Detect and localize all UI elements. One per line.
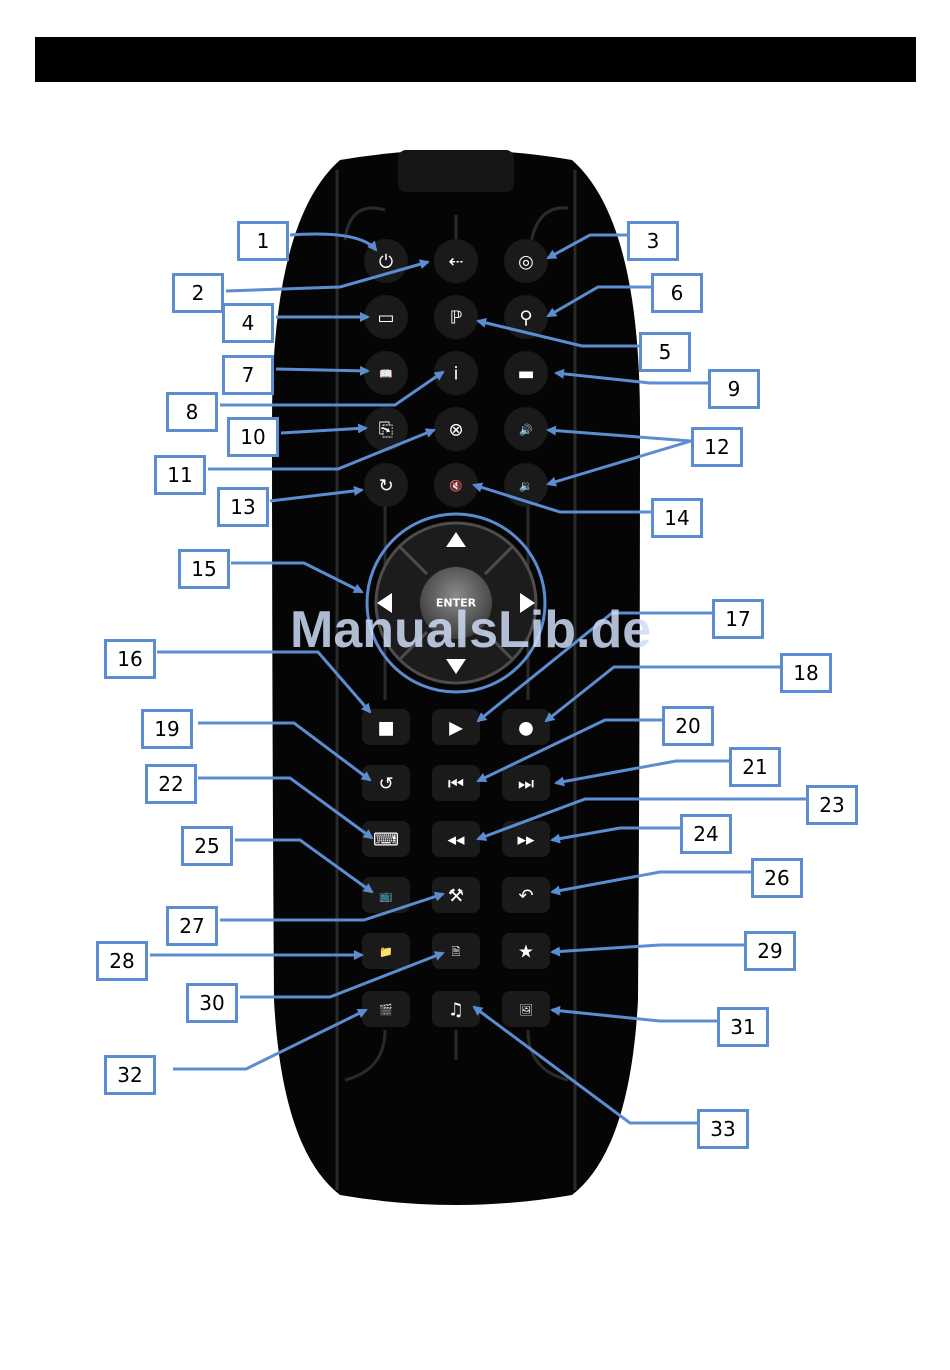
windows-icon[interactable]: ▭ <box>364 295 408 339</box>
svg-text:🔉: 🔉 <box>519 480 533 493</box>
callout-20: 20 <box>662 706 714 746</box>
svg-text:★: ★ <box>518 942 534 963</box>
callout-1: 1 <box>237 221 289 261</box>
svg-text:▶: ▶ <box>449 718 463 739</box>
svg-text:⌨: ⌨ <box>373 830 399 851</box>
svg-text:🖼: 🖼 <box>519 1004 533 1017</box>
callout-31: 31 <box>717 1007 769 1047</box>
file-icon[interactable]: 🗎 <box>432 933 480 969</box>
svg-text:⏮: ⏮ <box>448 774 464 795</box>
callout-13: 13 <box>217 487 269 527</box>
photo-icon[interactable]: 🖼 <box>502 991 550 1027</box>
svg-text:ℙ: ℙ <box>450 308 463 329</box>
callout-3: 3 <box>627 221 679 261</box>
stop-icon[interactable]: ■ <box>362 709 410 745</box>
mute-icon[interactable]: 🔇 <box>434 463 478 507</box>
rotate-icon[interactable]: ↻ <box>364 463 408 507</box>
svg-text:🔇: 🔇 <box>449 480 463 493</box>
volume-up-icon[interactable]: 🔊 <box>504 407 548 451</box>
favorite-star-icon[interactable]: ★ <box>502 933 550 969</box>
callout-28: 28 <box>96 941 148 981</box>
callout-7: 7 <box>222 355 274 395</box>
callout-27: 27 <box>166 906 218 946</box>
record-icon[interactable]: ● <box>502 709 550 745</box>
repeat-icon[interactable]: ↺ <box>362 765 410 801</box>
dpad[interactable]: ENTER <box>376 523 536 683</box>
svg-text:◎: ◎ <box>518 252 534 273</box>
svg-text:▭: ▭ <box>377 308 394 329</box>
leader-arrow <box>276 369 368 371</box>
callout-11: 11 <box>154 455 206 495</box>
svg-text:↶: ↶ <box>518 886 533 907</box>
callout-16: 16 <box>104 639 156 679</box>
callout-12: 12 <box>691 427 743 467</box>
enter-label: ENTER <box>436 597 477 610</box>
rewind-icon[interactable]: ◀◀ <box>432 821 480 857</box>
folder-icon[interactable]: 📁 <box>362 933 410 969</box>
callout-23: 23 <box>806 785 858 825</box>
svg-text:●: ● <box>518 718 534 739</box>
subtitle-icon[interactable]: ▬ <box>504 351 548 395</box>
callout-2: 2 <box>172 273 224 313</box>
svg-text:▶▶: ▶▶ <box>518 834 535 847</box>
svg-text:⇠: ⇠ <box>448 252 463 273</box>
svg-text:🎬: 🎬 <box>379 1004 393 1017</box>
callout-5: 5 <box>639 332 691 372</box>
svg-text:📁: 📁 <box>379 946 393 959</box>
svg-text:📺: 📺 <box>379 890 393 903</box>
pn-globe-icon[interactable]: ℙ <box>434 295 478 339</box>
svg-text:📖: 📖 <box>379 368 393 381</box>
svg-text:⚒: ⚒ <box>448 886 464 907</box>
svg-text:↺: ↺ <box>378 774 393 795</box>
callout-9: 9 <box>708 369 760 409</box>
svg-text:■: ■ <box>377 718 394 739</box>
keyboard-icon[interactable]: ⌨ <box>362 821 410 857</box>
callout-6: 6 <box>651 273 703 313</box>
callout-22: 22 <box>145 764 197 804</box>
movie-clapper-icon[interactable]: 🎬 <box>362 991 410 1027</box>
next-icon[interactable]: ⏭ <box>502 765 550 801</box>
music-note-icon[interactable]: ♫ <box>432 991 480 1027</box>
callout-17: 17 <box>712 599 764 639</box>
close-circle-icon[interactable]: ⊗ <box>434 407 478 451</box>
callout-4: 4 <box>222 303 274 343</box>
svg-text:⚲: ⚲ <box>519 308 532 329</box>
callout-33: 33 <box>697 1109 749 1149</box>
svg-text:◀◀: ◀◀ <box>448 834 465 847</box>
svg-text:↻: ↻ <box>378 476 393 497</box>
svg-text:i: i <box>453 364 458 385</box>
callout-24: 24 <box>680 814 732 854</box>
svg-text:🗎: 🗎 <box>452 946 461 959</box>
svg-text:⏭: ⏭ <box>518 774 534 795</box>
callout-8: 8 <box>166 392 218 432</box>
callout-29: 29 <box>744 931 796 971</box>
callout-21: 21 <box>729 747 781 787</box>
svg-text:⊗: ⊗ <box>448 420 463 441</box>
callout-10: 10 <box>227 417 279 457</box>
play-icon[interactable]: ▶ <box>432 709 480 745</box>
callout-19: 19 <box>141 709 193 749</box>
callout-32: 32 <box>104 1055 156 1095</box>
input-source-icon[interactable]: ⇠ <box>434 239 478 283</box>
callout-14: 14 <box>651 498 703 538</box>
svg-text:⏻: ⏻ <box>379 252 393 273</box>
callout-25: 25 <box>181 826 233 866</box>
camera-icon[interactable]: ◎ <box>504 239 548 283</box>
callout-18: 18 <box>780 653 832 693</box>
callout-30: 30 <box>186 983 238 1023</box>
previous-icon[interactable]: ⏮ <box>432 765 480 801</box>
book-icon[interactable]: 📖 <box>364 351 408 395</box>
svg-text:⎘: ⎘ <box>379 420 393 441</box>
callout-26: 26 <box>751 858 803 898</box>
svg-text:♫: ♫ <box>448 1000 464 1021</box>
back-icon[interactable]: ↶ <box>502 877 550 913</box>
svg-text:🔊: 🔊 <box>519 423 533 437</box>
callout-15: 15 <box>178 549 230 589</box>
svg-text:▬: ▬ <box>517 364 534 385</box>
ir-window <box>398 150 514 192</box>
